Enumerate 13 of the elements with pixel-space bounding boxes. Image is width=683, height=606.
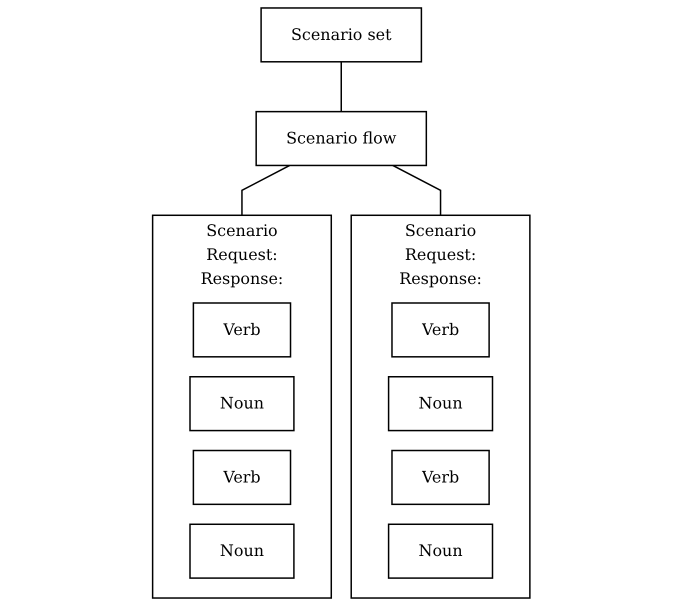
node-box: Verb <box>192 302 292 358</box>
node-box: Noun <box>190 376 295 432</box>
node-box: Noun <box>388 524 494 579</box>
node-box: Noun <box>388 376 494 432</box>
connector <box>340 62 342 112</box>
node-box: Noun <box>190 524 295 579</box>
node-box: Verb <box>391 302 490 358</box>
node-box: Verb <box>192 450 292 506</box>
node-box: Scenario set <box>260 7 422 63</box>
connector <box>241 164 290 216</box>
node-box: Verb <box>391 450 490 506</box>
node-box: Scenario flow <box>256 110 428 166</box>
connector <box>392 164 442 216</box>
